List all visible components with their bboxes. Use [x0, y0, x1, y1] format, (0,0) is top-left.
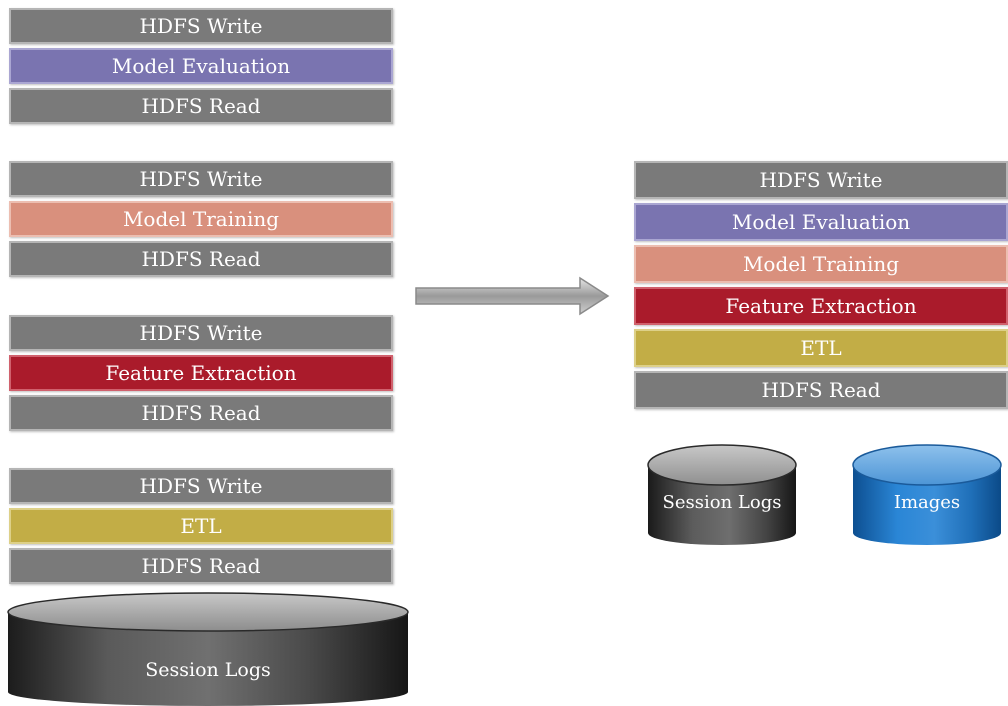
layer-model-evaluation: Model Evaluation — [634, 203, 1008, 241]
cylinder-label: Session Logs — [145, 659, 271, 681]
layer-hdfs-read: HDFS Read — [9, 241, 393, 277]
stack-etl: HDFS Write ETL HDFS Read — [9, 468, 393, 588]
layer-etl: ETL — [634, 329, 1008, 367]
layer-hdfs-write: HDFS Write — [9, 161, 393, 197]
stack-feature-extraction: HDFS Write Feature Extraction HDFS Read — [9, 315, 393, 435]
layer-feature-extraction: Feature Extraction — [634, 287, 1008, 325]
layer-hdfs-read: HDFS Read — [9, 548, 393, 584]
images-cylinder: Images — [851, 443, 1003, 547]
layer-hdfs-write: HDFS Write — [9, 468, 393, 504]
layer-model-evaluation: Model Evaluation — [9, 48, 393, 84]
layer-feature-extraction: Feature Extraction — [9, 355, 393, 391]
layer-hdfs-write: HDFS Write — [634, 161, 1008, 199]
layer-model-training: Model Training — [634, 245, 1008, 283]
layer-hdfs-write: HDFS Write — [9, 315, 393, 351]
arrow-right-icon — [414, 275, 610, 317]
session-logs-small-cylinder: Session Logs — [646, 443, 798, 547]
cylinder-label: Images — [893, 492, 961, 513]
stack-model-training: HDFS Write Model Training HDFS Read — [9, 161, 393, 281]
layer-hdfs-read: HDFS Read — [9, 395, 393, 431]
session-logs-cylinder: Session Logs — [7, 592, 409, 706]
cylinder-label: Session Logs — [662, 492, 782, 513]
stack-model-evaluation: HDFS Write Model Evaluation HDFS Read — [9, 8, 393, 128]
combined-stack: HDFS Write Model Evaluation Model Traini… — [634, 161, 1008, 413]
layer-hdfs-write: HDFS Write — [9, 8, 393, 44]
layer-etl: ETL — [9, 508, 393, 544]
layer-model-training: Model Training — [9, 201, 393, 237]
layer-hdfs-read: HDFS Read — [9, 88, 393, 124]
layer-hdfs-read: HDFS Read — [634, 371, 1008, 409]
